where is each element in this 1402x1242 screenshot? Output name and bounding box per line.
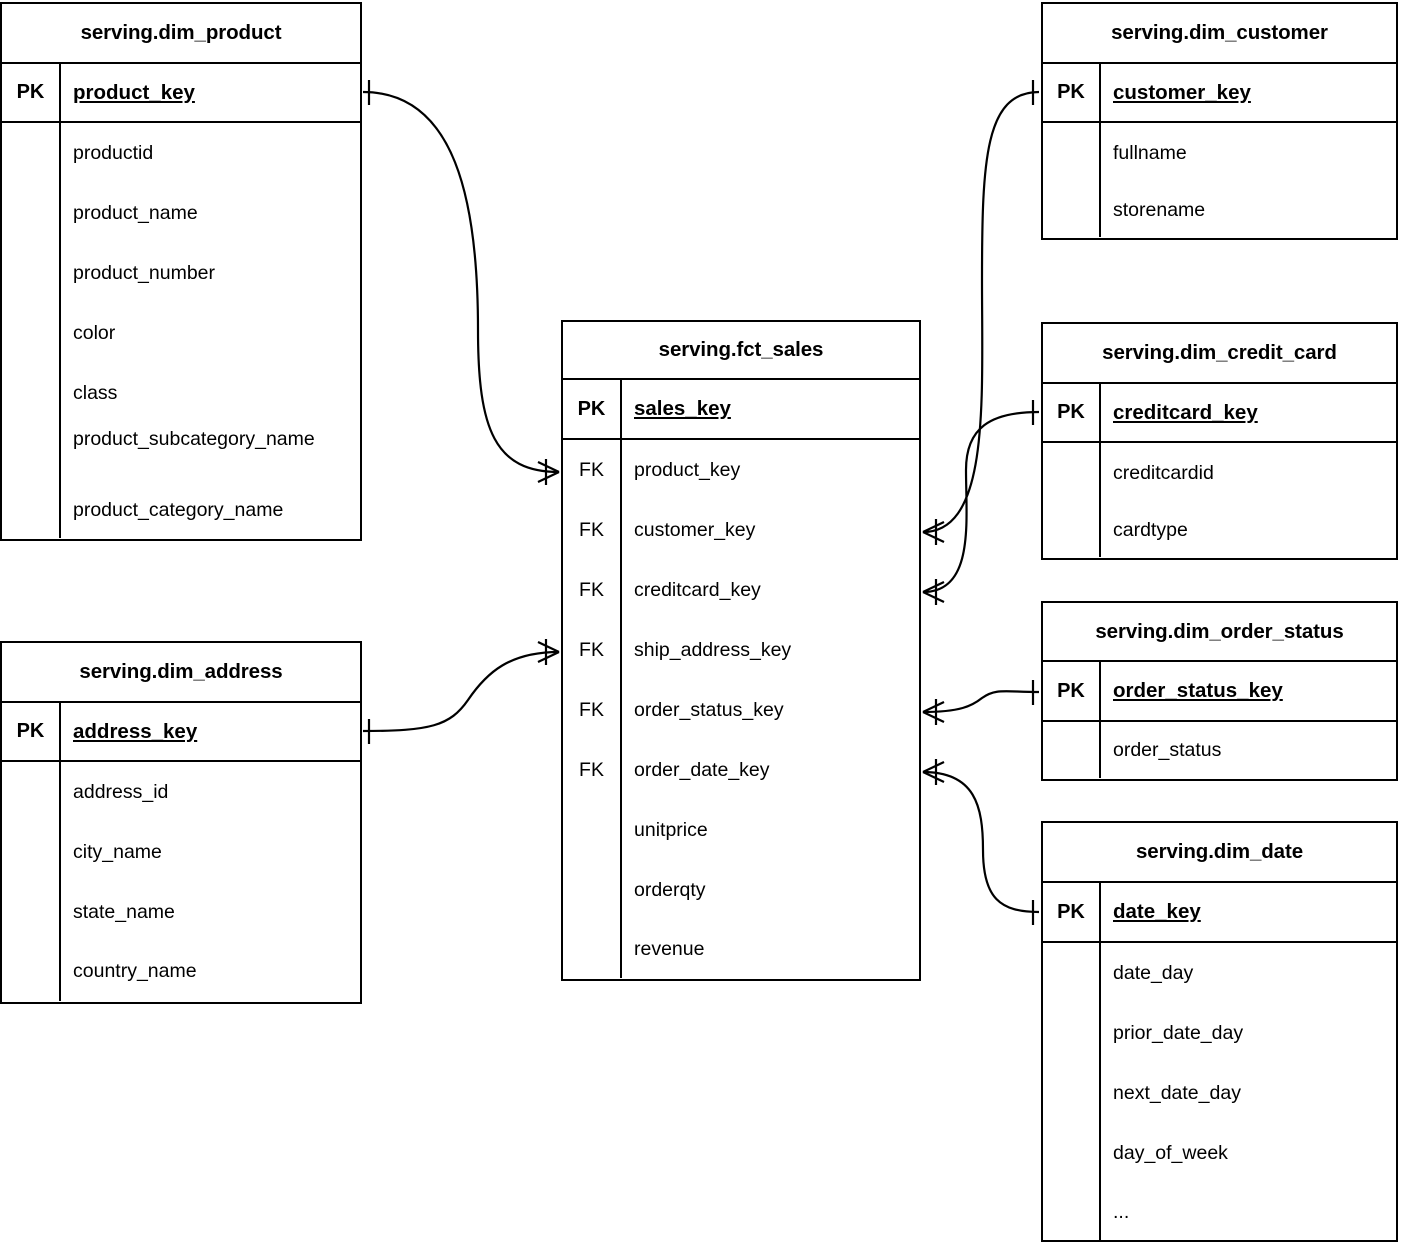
attr-row: product_number [73, 261, 216, 284]
attr-row: creditcard_key [634, 578, 761, 601]
attrs-dim-date: date_day prior_date_day next_date_day da… [1043, 943, 1396, 1241]
pk-field-dim-date: date_key [1113, 900, 1201, 923]
pk-tag-dim-product: PK [2, 64, 61, 121]
pk-row-dim-customer: PK customer_key [1043, 64, 1396, 123]
pk-tag-dim-credit-card: PK [1043, 384, 1101, 441]
keycol-spacer-dim-address [2, 762, 61, 1001]
entity-title-dim-date: serving.dim_date [1043, 823, 1396, 883]
attrs-dim-order-status: order_status [1043, 722, 1396, 778]
attr-row: order_status [1113, 738, 1222, 761]
attr-row: product_subcategory_name [73, 428, 315, 450]
relationship-sales-to-date [922, 759, 1040, 925]
entity-dim-customer[interactable]: serving.dim_customer PK customer_key ful… [1041, 2, 1398, 240]
crowsfoot-product [537, 459, 560, 485]
keycol-spacer-dim-customer [1043, 123, 1101, 237]
attr-row: color [73, 321, 116, 344]
attr-row: ... [1113, 1200, 1130, 1223]
attrs-dim-customer: fullname storename [1043, 123, 1396, 237]
fk-tag: FK [579, 518, 604, 541]
pk-tag-dim-date: PK [1043, 883, 1101, 941]
pk-field-fct-sales: sales_key [634, 397, 731, 420]
entity-title-dim-credit-card: serving.dim_credit_card [1043, 324, 1396, 384]
pk-row-dim-product: PK product_key [2, 64, 360, 123]
relationship-address-to-sales [362, 639, 560, 744]
attrs-dim-address: address_id city_name state_name country_… [2, 762, 360, 1001]
attr-row: country_name [73, 960, 197, 982]
entity-title-dim-product: serving.dim_product [2, 4, 360, 64]
entity-dim-order-status[interactable]: serving.dim_order_status PK order_status… [1041, 601, 1398, 781]
pk-tag-dim-customer: PK [1043, 64, 1101, 121]
pk-row-dim-credit-card: PK creditcard_key [1043, 384, 1396, 443]
pk-field-dim-product: product_key [73, 80, 195, 104]
entity-title-dim-address: serving.dim_address [2, 643, 360, 703]
attr-row: address_id [73, 780, 169, 803]
attr-row: city_name [73, 840, 162, 863]
attr-row: product_category_name [73, 498, 284, 521]
entity-title-fct-sales: serving.fct_sales [563, 322, 919, 380]
pk-tag-fct-sales: PK [563, 380, 622, 438]
attr-row: product_name [73, 201, 198, 224]
attr-row: revenue [634, 937, 705, 960]
attr-row: cardtype [1113, 518, 1188, 541]
attr-row: order_status_key [634, 698, 784, 721]
keycol-spacer-dim-order-status [1043, 722, 1101, 778]
attr-row: fullname [1113, 141, 1187, 164]
attr-row: ship_address_key [634, 638, 792, 661]
attr-row: class [73, 381, 118, 404]
entity-title-dim-customer: serving.dim_customer [1043, 4, 1396, 64]
fk-tag: FK [579, 758, 604, 781]
relationship-product-to-sales [362, 80, 560, 485]
attr-row: state_name [73, 900, 175, 923]
pk-tag-dim-order-status: PK [1043, 662, 1101, 720]
pk-field-dim-customer: customer_key [1113, 80, 1251, 104]
entity-dim-date[interactable]: serving.dim_date PK date_key date_day pr… [1041, 821, 1398, 1242]
pk-row-dim-order-status: PK order_status_key [1043, 662, 1396, 722]
attr-row: prior_date_day [1113, 1021, 1244, 1044]
attr-row: order_date_key [634, 758, 770, 781]
attr-row: storename [1113, 198, 1206, 221]
crowsfoot-date [922, 759, 945, 785]
entity-dim-product[interactable]: serving.dim_product PK product_key produ… [0, 2, 362, 541]
attr-row: day_of_week [1113, 1141, 1228, 1164]
crowsfoot-credit-card [922, 579, 945, 605]
fk-tag: FK [579, 578, 604, 601]
fk-tag: FK [579, 698, 604, 721]
pk-row-fct-sales: PK sales_key [563, 380, 919, 440]
pk-field-dim-order-status: order_status_key [1113, 679, 1283, 702]
attr-row: unitprice [634, 818, 708, 841]
attr-row: orderqty [634, 878, 706, 901]
attr-row: product_key [634, 458, 741, 481]
pk-row-dim-address: PK address_key [2, 703, 360, 762]
crowsfoot-customer [922, 519, 945, 545]
attr-row: next_date_day [1113, 1081, 1241, 1104]
pk-field-dim-credit-card: creditcard_key [1113, 400, 1258, 424]
fk-tag: FK [579, 638, 604, 661]
entity-dim-address[interactable]: serving.dim_address PK address_key addre… [0, 641, 362, 1004]
attrs-dim-product: productid product_name product_number co… [2, 123, 360, 538]
entity-dim-credit-card[interactable]: serving.dim_credit_card PK creditcard_ke… [1041, 322, 1398, 560]
pk-tag-dim-address: PK [2, 703, 61, 760]
pk-row-dim-date: PK date_key [1043, 883, 1396, 943]
attrs-fct-sales: FK FK FK FK FK FK product_key customer_k… [563, 440, 919, 978]
attrs-dim-credit-card: creditcardid cardtype [1043, 443, 1396, 557]
attr-row: creditcardid [1113, 461, 1214, 484]
fk-tag-column-fct-sales: FK FK FK FK FK FK [563, 440, 622, 978]
entity-fct-sales[interactable]: serving.fct_sales PK sales_key FK FK FK … [561, 320, 921, 981]
keycol-spacer-dim-date [1043, 943, 1101, 1241]
entity-title-dim-order-status: serving.dim_order_status [1043, 603, 1396, 662]
relationship-sales-to-credit-card [922, 400, 1040, 605]
attr-row: productid [73, 141, 154, 164]
crowsfoot-address [537, 639, 560, 665]
crowsfoot-order-status [922, 699, 945, 725]
pk-field-dim-address: address_key [73, 719, 198, 743]
keycol-spacer-dim-credit-card [1043, 443, 1101, 557]
attr-row: customer_key [634, 518, 756, 541]
fk-tag: FK [579, 458, 604, 481]
attr-row: date_day [1113, 961, 1194, 984]
relationship-sales-to-order-status [922, 680, 1040, 725]
relationship-sales-to-customer [922, 80, 1040, 545]
keycol-spacer-dim-product [2, 123, 61, 538]
